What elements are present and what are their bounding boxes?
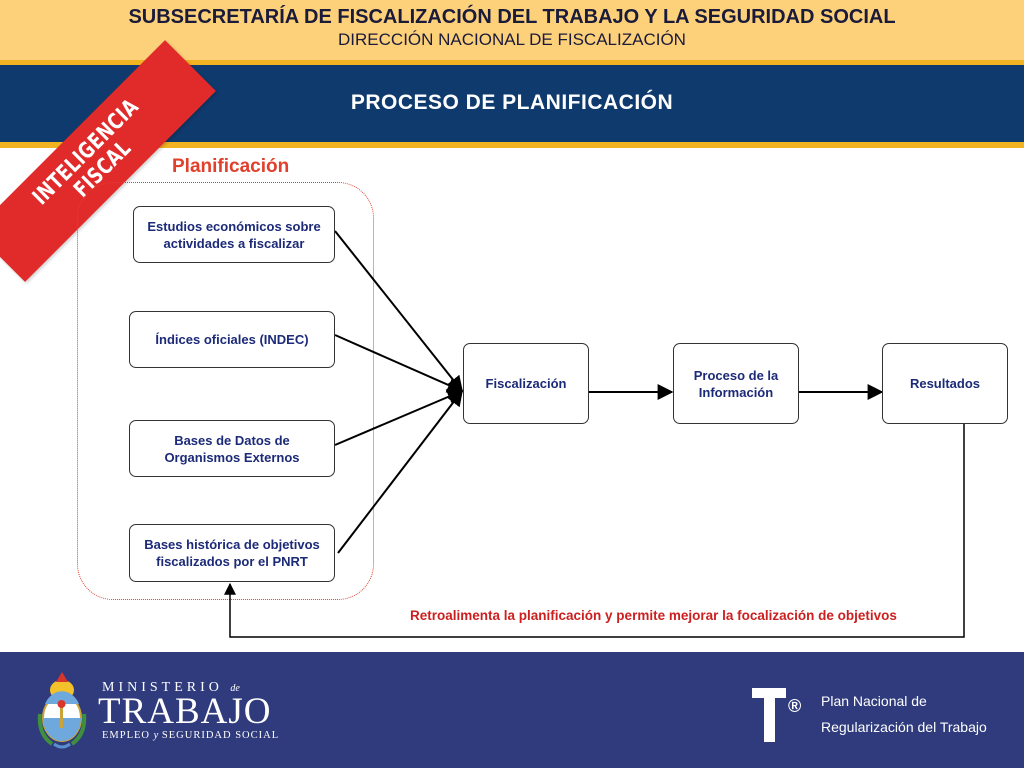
input-box-bases-externos: Bases de Datos de Organismos Externos: [129, 420, 335, 477]
ministry-bottom-text: EMPLEO y SEGURIDAD SOCIAL: [102, 730, 280, 741]
ministry-top-text: MINISTERIO de: [102, 680, 240, 695]
page-title: SUBSECRETARÍA DE FISCALIZACIÓN DEL TRABA…: [128, 6, 896, 28]
national-crest-icon: [37, 672, 87, 749]
ministry-main-text: TRABAJO: [98, 691, 272, 732]
pnrt-line-1: Plan Nacional de: [821, 693, 927, 709]
process-title: PROCESO DE PLANIFICACIÓN: [350, 91, 674, 114]
step-box-proceso-informacion: Proceso de la Información: [673, 343, 799, 424]
pnrt-registered-mark: ®: [788, 696, 801, 716]
planning-label: Planificación: [172, 156, 290, 177]
input-box-indices-oficiales: Índices oficiales (INDEC): [129, 311, 335, 368]
step-box-fiscalizacion: Fiscalización: [463, 343, 589, 424]
input-box-bases-historica: Bases histórica de objetivos fiscalizado…: [129, 524, 335, 582]
feedback-label: Retroalimenta la planificación y permite…: [410, 608, 897, 623]
pnrt-line-2: Regularización del Trabajo: [821, 719, 987, 735]
gold-divider-bottom: [0, 142, 1024, 148]
page-subtitle: DIRECCIÓN NACIONAL DE FISCALIZACIÓN: [338, 30, 686, 49]
step-box-resultados: Resultados: [882, 343, 1008, 424]
pnrt-t-logo-icon: ®: [752, 688, 801, 742]
footer-band: [0, 652, 1024, 768]
gold-divider-top: [0, 60, 1024, 65]
input-box-estudios-economicos: Estudios económicos sobre actividades a …: [133, 206, 335, 263]
